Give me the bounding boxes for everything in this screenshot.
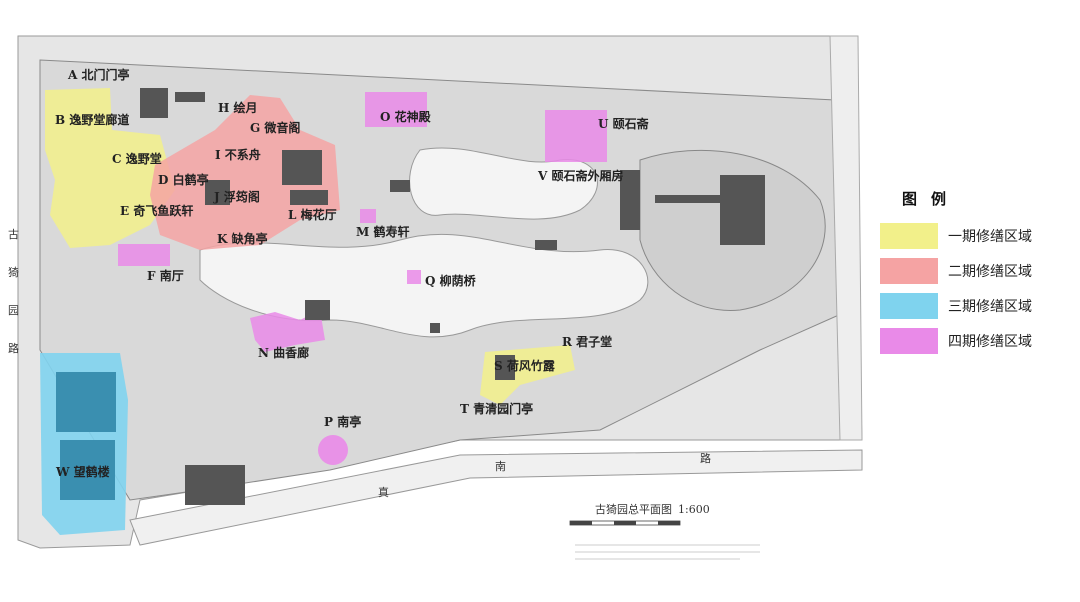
plan-notes [575, 544, 760, 560]
west-road-char-1: 古 [8, 228, 19, 241]
pond-north [409, 147, 598, 220]
phase4-area-q [407, 270, 421, 284]
legend-swatch-phase1 [880, 223, 938, 249]
phase4-area-m [360, 209, 376, 223]
west-road-label: 古 猗 园 路 [8, 228, 19, 355]
label-q: Q 柳荫桥 [425, 273, 477, 288]
south-road-char-2: 南 [495, 460, 506, 473]
label-k: K 缺角亭 [217, 231, 268, 246]
label-p: P 南亭 [324, 414, 361, 429]
legend-label-phase4: 四期修缮区域 [948, 334, 1032, 350]
legend-item-phase2: 二期修缮区域 [880, 258, 1070, 284]
west-road-char-3: 园 [8, 304, 19, 317]
west-road-char-2: 猗 [8, 266, 19, 279]
label-i: I 不系舟 [215, 147, 261, 162]
label-m: M 鹤寿轩 [356, 224, 409, 239]
label-n: N 曲香廊 [258, 345, 309, 360]
building-footprints [56, 88, 765, 505]
south-road [129, 449, 863, 546]
phase4-area-o [365, 92, 427, 127]
legend-item-phase1: 一期修缮区域 [880, 223, 1070, 249]
phase4-area-u [545, 110, 607, 162]
legend-label-phase2: 二期修缮区域 [948, 264, 1032, 280]
phase4-area-n [250, 310, 325, 352]
label-r: R 君子堂 [562, 334, 612, 349]
phase2-area [150, 95, 340, 250]
west-road-char-4: 路 [8, 342, 19, 355]
legend-item-phase4: 四期修缮区域 [880, 328, 1070, 354]
legend-swatch-phase4 [880, 328, 938, 354]
label-u: U 颐石斋 [598, 116, 650, 131]
phase4-area-f [118, 244, 170, 266]
map-legend: 图例 一期修缮区域 二期修缮区域 三期修缮区域 四期修缮区域 [880, 188, 1070, 363]
label-j: J 浮筠阁 [213, 189, 260, 204]
phase1-area-north [45, 88, 175, 248]
label-d: D 白鹤亭 [158, 172, 209, 187]
label-a: A 北门门亭 [67, 67, 130, 82]
legend-swatch-phase2 [880, 258, 938, 284]
plan-scale: 1:600 [678, 503, 710, 516]
label-v: V 颐石斋外厢房 [537, 168, 624, 183]
legend-label-phase1: 一期修缮区域 [948, 229, 1032, 245]
south-road-char-3: 路 [700, 452, 711, 465]
label-h: H 绘月 [218, 100, 258, 115]
label-b: B 逸野堂廊道 [55, 112, 129, 127]
south-road-label: 真 南 路 [378, 452, 711, 499]
label-t: T 青清园门亭 [460, 401, 533, 416]
plan-title: 古猗园总平面图 [595, 502, 672, 516]
label-e: E 奇飞鱼跃轩 [120, 203, 193, 218]
legend-swatch-phase3 [880, 293, 938, 319]
place-labels: A 北门门亭 B 逸野堂廊道 C 逸野堂 D 白鹤亭 E 奇飞鱼跃轩 F 南厅 … [55, 67, 650, 479]
label-f: F 南厅 [147, 268, 184, 283]
label-w: W 望鹤楼 [55, 464, 110, 479]
label-g: G 微音阁 [250, 120, 300, 135]
legend-label-phase3: 三期修缮区域 [948, 299, 1032, 315]
label-o: O 花神殿 [380, 109, 432, 124]
label-l: L 梅花厅 [288, 207, 337, 222]
legend-item-phase3: 三期修缮区域 [880, 293, 1070, 319]
label-s: S 荷风竹露 [494, 358, 556, 373]
label-c: C 逸野堂 [112, 151, 162, 166]
phase4-area-p [318, 435, 348, 465]
scale-bar [569, 520, 681, 526]
plan-title-block: 古猗园总平面图 1:600 [569, 502, 760, 560]
east-road [829, 35, 863, 441]
legend-title: 图例 [902, 190, 961, 208]
south-road-char-1: 真 [378, 485, 389, 499]
